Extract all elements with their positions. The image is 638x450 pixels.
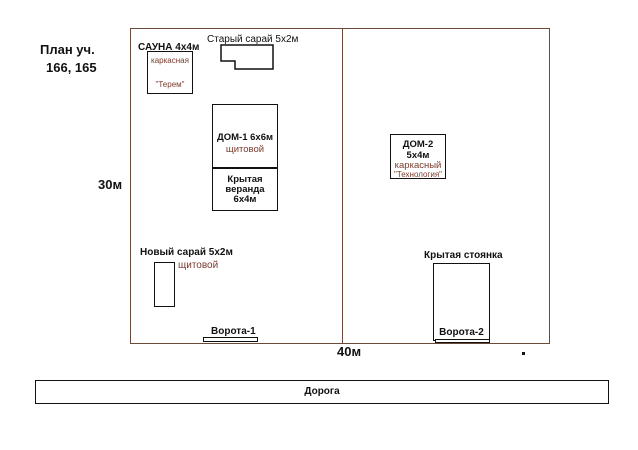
plot-boundary xyxy=(130,28,550,344)
house-2-building: ДОМ-2 5х4м каркасный "Технология" xyxy=(390,134,446,179)
veranda-line1: Крытая xyxy=(227,174,263,185)
gate-2-label: Ворота-2 xyxy=(439,327,484,338)
sauna-building: каркасная "Терем" xyxy=(147,51,193,94)
gate-1-label: Ворота-1 xyxy=(211,326,256,337)
parking-label: Крытая стоянка xyxy=(424,250,503,261)
house-2-title: ДОМ-2 xyxy=(402,139,434,150)
veranda-line2: веранда xyxy=(225,184,265,195)
road: Дорога xyxy=(35,380,609,404)
plot-divider-line xyxy=(342,28,343,344)
old-shed-label: Старый сарай 5х2м xyxy=(207,34,299,45)
marker-dot xyxy=(522,352,525,355)
house-2-type: каркасный xyxy=(394,160,442,171)
sauna-type: каркасная xyxy=(151,56,189,65)
house-1-type: щитовой xyxy=(225,144,265,155)
sauna-brand: "Терем" xyxy=(155,80,185,89)
dimension-height-label: 30м xyxy=(98,177,123,192)
sauna-title: САУНА 4х4м xyxy=(138,42,200,53)
gate-2 xyxy=(435,339,490,343)
new-shed-type: щитовой xyxy=(178,260,219,271)
veranda-line3: 6х4м xyxy=(233,194,257,205)
veranda-building: Крытая веранда 6х4м xyxy=(212,168,278,211)
house-1-building: ДОМ-1 6х6м щитовой xyxy=(212,104,278,168)
gate-1 xyxy=(203,337,258,342)
house-2-brand: "Технология" xyxy=(393,170,442,179)
dimension-width-label: 40м xyxy=(337,344,362,359)
new-shed-building xyxy=(154,262,175,307)
new-shed-label: Новый сарай 5х2м xyxy=(140,247,233,258)
plan-title-line2: 166, 165 xyxy=(46,60,97,75)
house-2-size: 5х4м xyxy=(406,150,430,161)
covered-parking: Ворота-2 xyxy=(433,263,490,341)
house-1-title: ДОМ-1 6х6м xyxy=(216,132,274,143)
old-shed-building xyxy=(220,44,274,70)
road-label: Дорога xyxy=(304,386,340,397)
plan-title-line1: План уч. xyxy=(40,42,95,57)
